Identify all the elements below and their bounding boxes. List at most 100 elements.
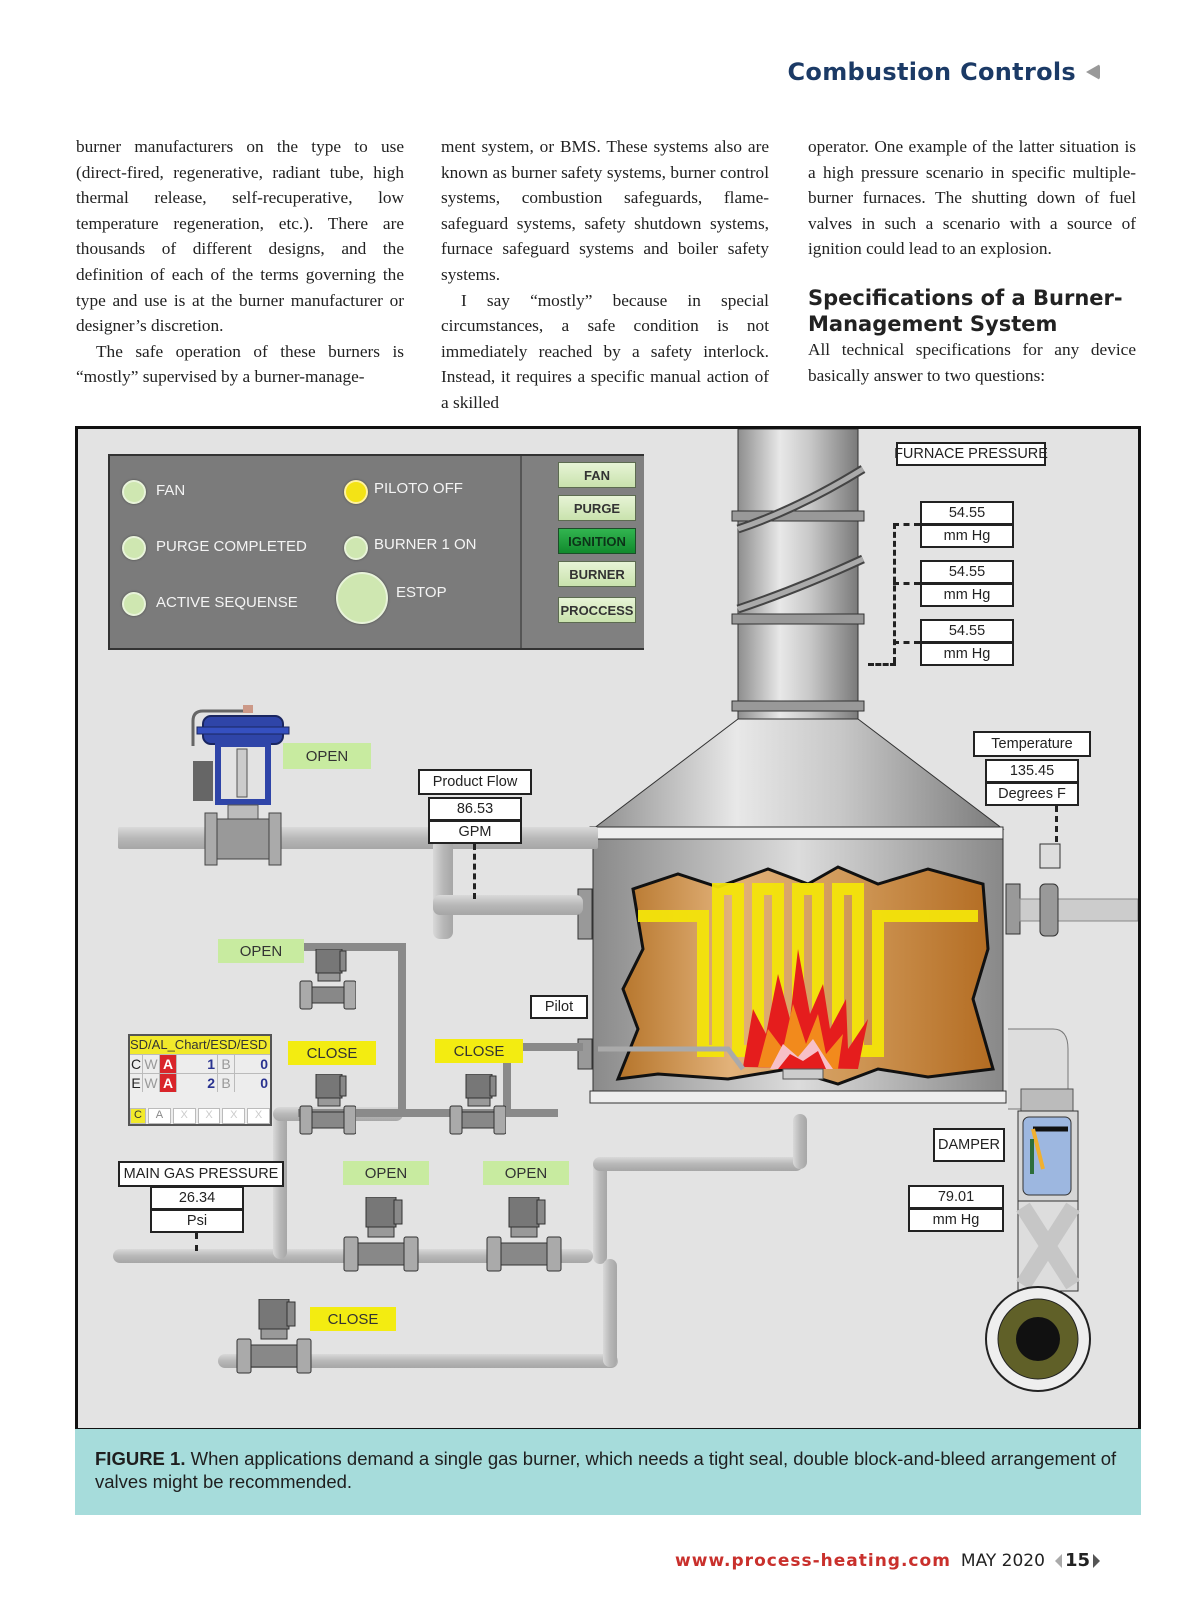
main-gas-valve-left-icon[interactable] — [340, 1197, 420, 1277]
pilot-solenoid-valve-icon[interactable] — [296, 949, 356, 1019]
main-gas-pipe — [793, 1114, 807, 1169]
pilot-valve-status: OPEN — [218, 939, 304, 963]
temperature-unit: Degrees F — [985, 782, 1079, 806]
table-row: C W A 1 B 0 — [130, 1054, 270, 1073]
pilot-gas-pipe — [503, 1043, 583, 1051]
esd-footer-cell[interactable]: X — [247, 1108, 270, 1124]
sensor-leader — [868, 663, 896, 666]
seq-button-burner[interactable]: BURNER — [558, 561, 636, 587]
esd-cell: 2 — [177, 1074, 218, 1092]
esd-footer-cell[interactable]: X — [172, 1108, 196, 1124]
product-pipe — [433, 895, 583, 915]
page-footer: www.process-heating.com MAY 2020 15 — [675, 1550, 1100, 1571]
furnace-pressure-unit: mm Hg — [920, 642, 1014, 666]
product-pipe — [433, 839, 453, 939]
indicator-label: ACTIVE SEQUENSE — [156, 594, 298, 611]
esd-cell: C — [130, 1055, 143, 1073]
section-heading: Specifications of a Burner-Management Sy… — [808, 285, 1123, 336]
pilot-gas-pipe — [503, 1043, 511, 1113]
esd-cell: 0 — [260, 1056, 268, 1072]
furnace-pressure-unit: mm Hg — [920, 524, 1014, 548]
indicator-active-sequence — [122, 592, 146, 616]
sensor-leader — [893, 523, 920, 526]
article-column-1: burner manufacturers on the type to use … — [76, 134, 404, 390]
damper-value: 79.01 — [908, 1185, 1004, 1209]
main-gas-valve-right-icon[interactable] — [483, 1197, 563, 1277]
pilot-gas-pipe — [243, 943, 403, 951]
product-flow-label: Product Flow — [418, 769, 532, 795]
esd-alarm-cell: A — [160, 1055, 177, 1073]
indicator-label: PILOTO OFF — [374, 480, 463, 497]
furnace-pressure-value: 54.55 — [920, 560, 1014, 584]
issue-date: MAY 2020 — [960, 1550, 1045, 1571]
indicator-fan — [122, 480, 146, 504]
temperature-label: Temperature — [973, 731, 1091, 757]
page-number: 15 — [1054, 1550, 1100, 1571]
paragraph: burner manufacturers on the type to use … — [76, 137, 404, 336]
furnace-pressure-value: 54.55 — [920, 501, 1014, 525]
burner-flame — [743, 949, 868, 1069]
hmi-graphics — [577, 429, 1138, 1392]
main-gas-pipe — [593, 1159, 607, 1264]
caption-text: FIGURE 1. When applications demand a sin… — [95, 1447, 1121, 1493]
seq-button-purge[interactable]: PURGE — [558, 495, 636, 521]
sensor-leader — [893, 582, 920, 585]
paragraph: ment system, or BMS. These systems also … — [441, 137, 769, 284]
esd-alarm-cell: A — [160, 1074, 177, 1092]
block-valve-left-status: CLOSE — [288, 1041, 376, 1065]
block-valve-left-icon[interactable] — [296, 1074, 356, 1144]
sensor-leader — [1055, 806, 1058, 842]
damper-unit: mm Hg — [908, 1208, 1004, 1232]
esd-cell: B — [218, 1074, 235, 1092]
seq-button-process[interactable]: PROCCESS — [558, 597, 636, 623]
esd-cell: W — [143, 1074, 160, 1092]
estop-label: ESTOP — [396, 584, 447, 601]
esd-table-footer: C A X X X X — [130, 1108, 270, 1124]
estop-button[interactable] — [336, 572, 388, 624]
esd-footer-cell[interactable]: A — [148, 1108, 171, 1124]
control-valve-status: OPEN — [283, 743, 371, 769]
main-valve-right-status: OPEN — [483, 1161, 569, 1185]
bleed-valve-status: CLOSE — [310, 1307, 396, 1331]
website-link[interactable]: www.process-heating.com — [675, 1550, 951, 1571]
article-column-3: operator. One example of the latter situ… — [808, 134, 1136, 388]
esd-footer-cell[interactable]: X — [222, 1108, 246, 1124]
esd-footer-cell[interactable]: C — [130, 1108, 146, 1124]
paragraph: All technical specifications for any dev… — [808, 339, 1136, 385]
furnace-pressure-label: FURNACE PRESSURE — [894, 442, 1048, 466]
indicator-label: PURGE COMPLETED — [156, 538, 307, 555]
sensor-leader — [893, 523, 896, 663]
block-valve-right-status: CLOSE — [435, 1039, 523, 1063]
main-gas-pressure-unit: Psi — [150, 1209, 244, 1233]
esd-cell: W — [143, 1055, 160, 1073]
main-valve-left-status: OPEN — [343, 1161, 429, 1185]
article-column-2: ment system, or BMS. These systems also … — [441, 134, 769, 416]
esd-table-header: SD/AL_Chart/ESD/ESD — [130, 1036, 270, 1054]
seq-button-ignition[interactable]: IGNITION — [558, 528, 636, 554]
figure-1-hmi-screenshot: FAN PURGE COMPLETED ACTIVE SEQUENSE PILO… — [75, 426, 1141, 1431]
table-row: E W A 2 B 0 — [130, 1073, 270, 1092]
sensor-leader — [893, 641, 920, 644]
bleed-pipe — [603, 1259, 617, 1367]
paragraph: operator. One example of the latter situ… — [808, 137, 1136, 259]
main-gas-pressure-value: 26.34 — [150, 1186, 244, 1210]
seq-button-fan[interactable]: FAN — [558, 462, 636, 488]
section-title: Combustion Controls — [787, 58, 1076, 86]
page-marker-left-icon — [1054, 1553, 1062, 1568]
control-valve-icon[interactable] — [183, 701, 293, 871]
paragraph: I say “mostly” because in special circum… — [441, 290, 769, 412]
pilot-label: Pilot — [530, 995, 588, 1019]
block-valve-right-icon[interactable] — [446, 1074, 506, 1144]
main-gas-pipe — [593, 1157, 803, 1171]
esd-alarm-table[interactable]: SD/AL_Chart/ESD/ESD C W A 1 B 0 E W A 2 … — [128, 1034, 272, 1126]
esd-footer-cell[interactable]: X — [197, 1108, 221, 1124]
bleed-valve-icon[interactable] — [233, 1299, 313, 1379]
indicator-purge-completed — [122, 536, 146, 560]
bleed-pipe — [218, 1354, 618, 1368]
indicator-piloto-off — [344, 480, 368, 504]
temperature-value: 135.45 — [985, 759, 1079, 783]
product-flow-unit: GPM — [428, 820, 522, 844]
furnace-pressure-unit: mm Hg — [920, 583, 1014, 607]
page-number-text: 15 — [1064, 1550, 1090, 1571]
caption-label: FIGURE 1. — [95, 1448, 186, 1469]
